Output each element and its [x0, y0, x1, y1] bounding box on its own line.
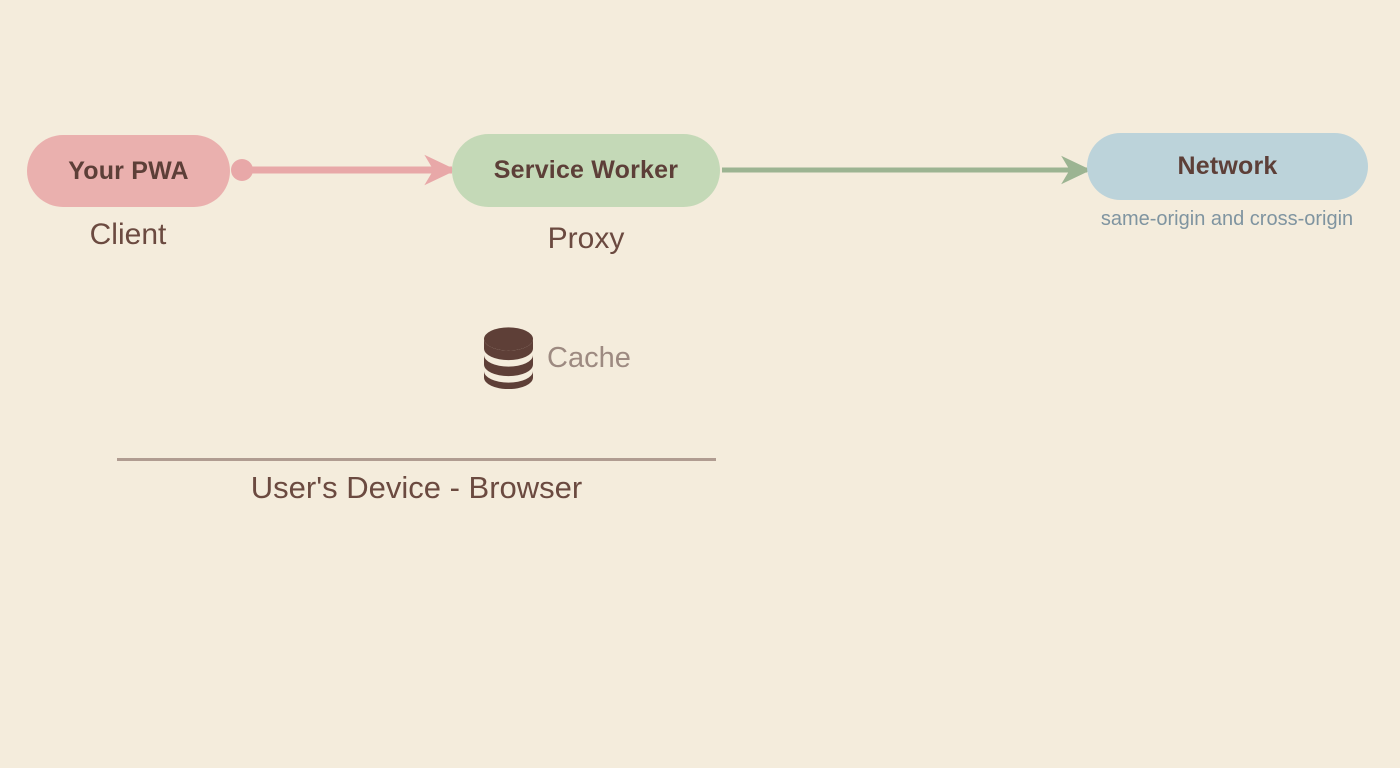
cache-label: Cache	[547, 341, 631, 374]
database-icon	[484, 327, 533, 389]
node-network-sublabel: same-origin and cross-origin	[1100, 208, 1354, 230]
device-boundary-label: User's Device - Browser	[250, 470, 583, 505]
edge-start-dot	[231, 159, 253, 181]
device-boundary-line	[117, 458, 716, 461]
edge-pwa-to-service-worker	[231, 154, 457, 186]
node-service-worker[interactable]: Service Worker	[452, 134, 720, 207]
node-your-pwa[interactable]: Your PWA	[27, 135, 230, 207]
cache-storage[interactable]: Cache	[484, 327, 631, 389]
node-your-pwa-sublabel: Client	[89, 218, 167, 251]
node-service-worker-sublabel: Proxy	[547, 222, 625, 255]
node-network[interactable]: Network	[1087, 133, 1368, 200]
